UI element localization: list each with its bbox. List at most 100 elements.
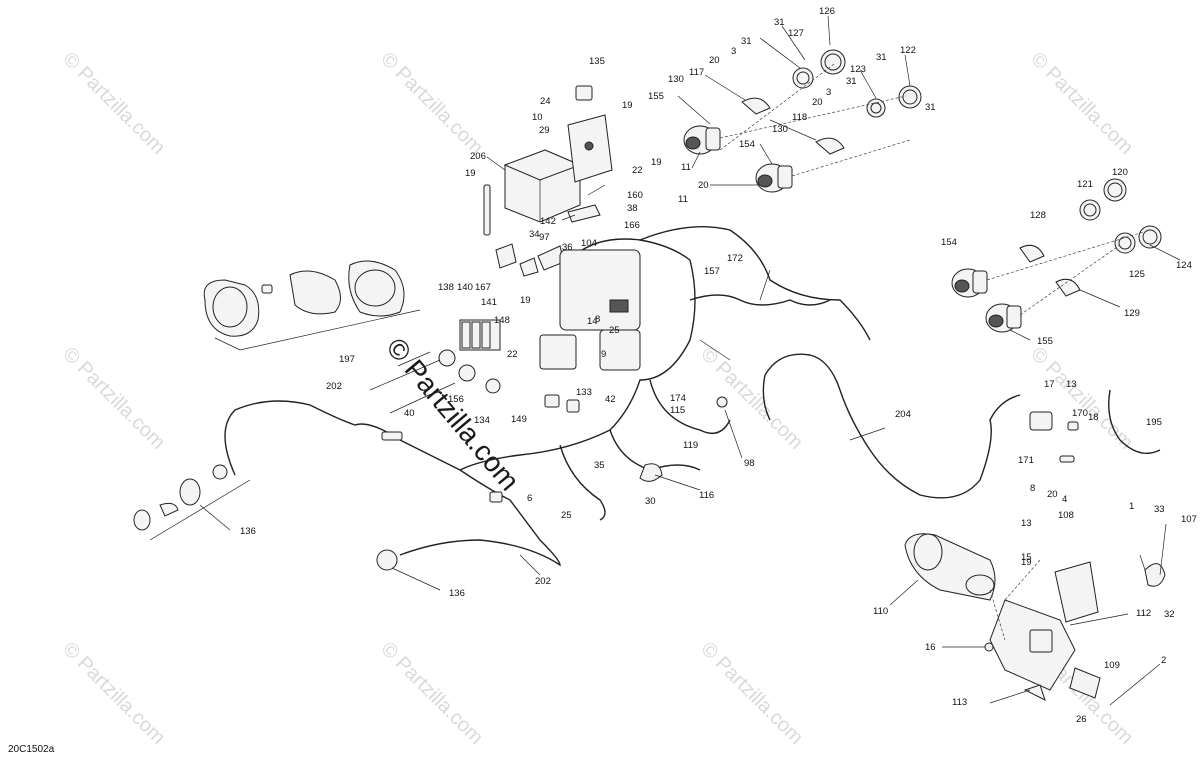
callout: 155 bbox=[1037, 336, 1053, 347]
callout: 130 bbox=[668, 74, 684, 85]
callout: 19 bbox=[465, 168, 476, 179]
callout: 130 bbox=[772, 124, 788, 135]
callout: 113 bbox=[952, 697, 967, 708]
callout: 11 bbox=[678, 194, 688, 205]
callout: 42 bbox=[605, 394, 616, 405]
callout: 117 bbox=[689, 67, 704, 78]
callout: 11 bbox=[681, 162, 691, 173]
callout: 171 bbox=[1018, 455, 1034, 466]
callout: 154 bbox=[941, 237, 957, 248]
callout: 4 bbox=[1062, 494, 1067, 505]
callout: 26 bbox=[1076, 714, 1087, 725]
callout: 149 bbox=[511, 414, 527, 425]
callout: 104 bbox=[581, 238, 597, 249]
callout: 22 bbox=[507, 349, 518, 360]
callout: 136 bbox=[449, 588, 465, 599]
callout: 8 bbox=[1030, 483, 1035, 494]
callout: 195 bbox=[1146, 417, 1162, 428]
callout: 19 bbox=[1021, 557, 1032, 568]
callout: 134 bbox=[474, 415, 490, 426]
callout: 148 bbox=[494, 315, 510, 326]
callout: 25 bbox=[609, 325, 620, 336]
callout: 156 bbox=[448, 394, 464, 405]
watermark: © Partzilla.com bbox=[376, 48, 487, 159]
callout: 14 bbox=[587, 316, 598, 327]
headlight-group bbox=[203, 260, 421, 351]
leader-lines bbox=[199, 15, 1181, 706]
callout: 20 bbox=[709, 55, 720, 66]
callout: 155 bbox=[648, 91, 664, 102]
callout: 29 bbox=[539, 125, 550, 136]
watermark: © Partzilla.com bbox=[1026, 343, 1137, 454]
winch-assembly bbox=[904, 533, 1166, 701]
callout: 20 bbox=[1047, 489, 1058, 500]
callout-labels: 126 31 127 31 3 20 117 130 155 31 122 12… bbox=[240, 6, 1197, 725]
control-module-group bbox=[483, 85, 613, 277]
callout: 122 bbox=[900, 45, 916, 56]
callout: 18 bbox=[1088, 412, 1099, 423]
callout: 107 bbox=[1181, 514, 1197, 525]
callout: 172 bbox=[727, 253, 743, 264]
callout: 124 bbox=[1176, 260, 1192, 271]
callout: 35 bbox=[594, 460, 605, 471]
callout: 97 bbox=[539, 232, 550, 243]
callout: 36 bbox=[562, 242, 573, 253]
callout: 19 bbox=[622, 100, 633, 111]
callout: 127 bbox=[788, 28, 804, 39]
main-wiring-harness bbox=[438, 226, 871, 521]
callout: 3 bbox=[731, 46, 736, 57]
callout: 31 bbox=[774, 17, 785, 28]
callout: 116 bbox=[699, 490, 714, 501]
callout: 109 bbox=[1104, 660, 1120, 671]
rear-light-assembly-top bbox=[683, 49, 922, 193]
callout: 31 bbox=[876, 52, 887, 63]
callout: 19 bbox=[520, 295, 531, 306]
callout: 31 bbox=[925, 102, 936, 113]
callout: 138 bbox=[438, 282, 454, 293]
callout: 142 bbox=[540, 216, 556, 227]
watermark: © Partzilla.com bbox=[1026, 48, 1137, 159]
callout: 38 bbox=[627, 203, 638, 214]
callout: 206 bbox=[470, 151, 486, 162]
callout: 6 bbox=[527, 493, 532, 504]
callout: 133 bbox=[576, 387, 592, 398]
callout: 119 bbox=[683, 440, 698, 451]
callout: 34 bbox=[529, 229, 540, 240]
callout: 129 bbox=[1124, 308, 1140, 319]
callout: 112 bbox=[1136, 608, 1151, 619]
callout: 22 bbox=[632, 165, 643, 176]
callout: 40 bbox=[404, 408, 415, 419]
callout: 120 bbox=[1112, 167, 1128, 178]
rear-light-assembly-right bbox=[951, 178, 1162, 333]
callout: 1 bbox=[1129, 501, 1134, 512]
callout: 115 bbox=[670, 405, 685, 416]
callout: 30 bbox=[645, 496, 656, 507]
watermark: © Partzilla.com bbox=[696, 638, 807, 749]
callout: 118 bbox=[792, 112, 807, 123]
callout: 20 bbox=[698, 180, 709, 191]
callout: 13 bbox=[1021, 518, 1032, 529]
watermark: © Partzilla.com bbox=[58, 343, 169, 454]
callout: 98 bbox=[744, 458, 755, 469]
callout: 125 bbox=[1129, 269, 1145, 280]
callout: 157 bbox=[704, 266, 720, 277]
callout: 16 bbox=[925, 642, 936, 653]
callout: 2 bbox=[1161, 655, 1166, 666]
watermark: © Partzilla.com bbox=[58, 638, 169, 749]
callout: 17 bbox=[1044, 379, 1055, 390]
callout: 170 bbox=[1072, 408, 1088, 419]
callout: 167 bbox=[475, 282, 491, 293]
callout: 13 bbox=[1066, 379, 1077, 390]
callout: 154 bbox=[739, 139, 755, 150]
callout: 19 bbox=[651, 157, 662, 168]
right-harness-204 bbox=[762, 353, 1161, 499]
callout: 33 bbox=[1154, 504, 1165, 515]
callout: 160 bbox=[627, 190, 643, 201]
watermark: © Partzilla.com bbox=[58, 48, 169, 159]
callout: 110 bbox=[873, 606, 888, 617]
callout: 166 bbox=[624, 220, 640, 231]
callout: 128 bbox=[1030, 210, 1046, 221]
callout: 20 bbox=[812, 97, 823, 108]
callout: 15 bbox=[1021, 552, 1032, 563]
